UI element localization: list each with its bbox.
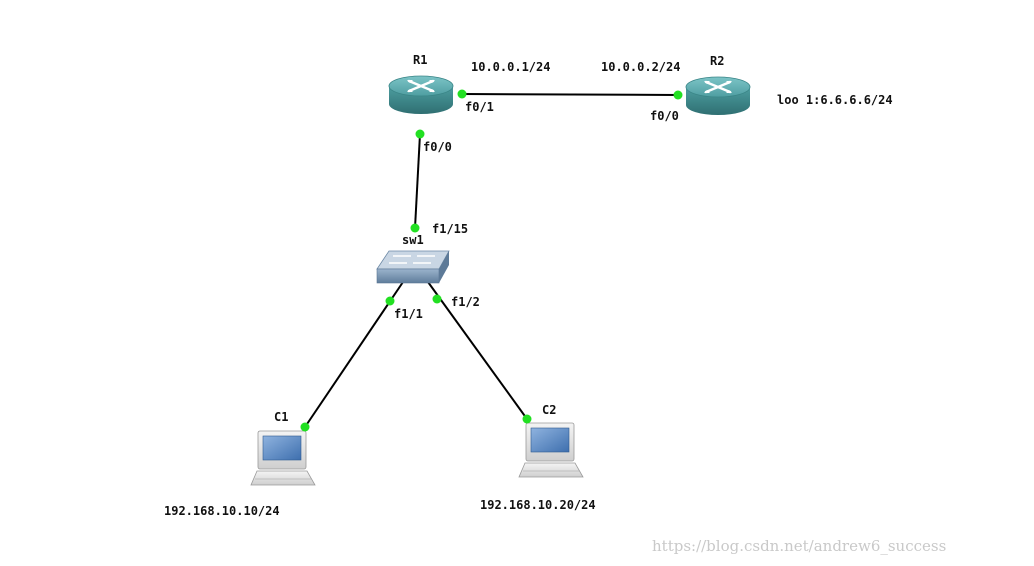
r2-loopback-label: loo 1:6.6.6.6/24 [777, 93, 893, 107]
sw1-f1-2-port-label: f1/2 [451, 295, 480, 309]
port-dot-r1-f0-1[interactable] [457, 89, 467, 99]
port-dot-sw1-f1-2[interactable] [432, 294, 442, 304]
pc-c1-icon[interactable] [250, 430, 316, 486]
r1-name-label: R1 [413, 53, 428, 67]
r1-f0-1-ip-label: 10.0.0.1/24 [471, 60, 551, 74]
c1-name-label: C1 [274, 410, 289, 424]
watermark-text: https://blog.csdn.net/andrew6_success [652, 537, 947, 555]
port-dot-c1[interactable] [300, 422, 310, 432]
link-r1-r2[interactable] [461, 93, 679, 96]
c1-ip-label: 192.168.10.10/24 [164, 504, 280, 518]
r2-name-label: R2 [710, 54, 725, 68]
port-dot-sw1-f1-1[interactable] [385, 296, 395, 306]
sw1-name-label: sw1 [402, 233, 424, 247]
pc-c2-icon[interactable] [518, 422, 584, 478]
sw1-f1-1-port-label: f1/1 [394, 307, 423, 321]
router-r1-icon[interactable] [388, 75, 454, 114]
port-dot-r1-f0-0[interactable] [415, 129, 425, 139]
link-sw1-c2[interactable] [427, 281, 528, 420]
port-dot-sw1-f1-15[interactable] [410, 223, 420, 233]
link-r1-sw1[interactable] [414, 133, 421, 229]
router-r2-icon[interactable] [685, 76, 751, 115]
c2-name-label: C2 [542, 403, 557, 417]
port-dot-c2[interactable] [522, 414, 532, 424]
sw1-f1-15-port-label: f1/15 [432, 222, 469, 236]
r1-f0-1-port-label: f0/1 [465, 100, 494, 114]
c2-ip-label: 192.168.10.20/24 [480, 498, 596, 512]
switch-sw1-icon[interactable] [376, 250, 450, 284]
port-dot-r2-f0-0[interactable] [673, 90, 683, 100]
r1-f0-0-port-label: f0/0 [423, 140, 452, 154]
r2-f0-0-ip-label: 10.0.0.2/24 [601, 60, 681, 74]
r2-f0-0-port-label: f0/0 [650, 109, 679, 123]
link-sw1-c1[interactable] [304, 281, 404, 428]
